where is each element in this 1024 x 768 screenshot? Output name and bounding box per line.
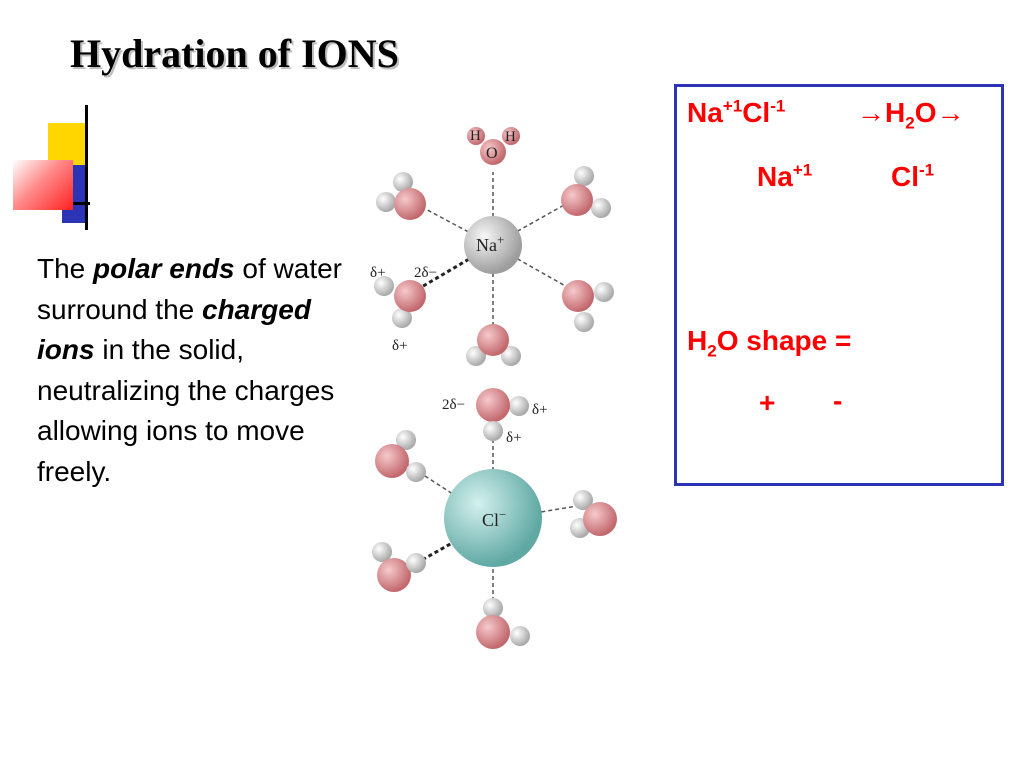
water-arrow-line: →H2O→ bbox=[857, 97, 965, 132]
water-molecule bbox=[375, 430, 426, 482]
na-label: Na+ bbox=[476, 232, 504, 255]
cl-label: Cl− bbox=[482, 507, 506, 530]
top-water-labeled: H H O bbox=[467, 127, 520, 165]
na-symbol: Na bbox=[687, 97, 723, 128]
description-text: The polar ends of water surround the cha… bbox=[37, 249, 347, 492]
slide-title: Hydration of IONS bbox=[70, 31, 399, 76]
arrow-icon: → bbox=[857, 97, 885, 128]
two-delta-minus-label: 2δ− bbox=[414, 265, 437, 281]
cl-charge: -1 bbox=[770, 96, 786, 116]
delta-plus-label: δ+ bbox=[392, 338, 408, 354]
o-label: O bbox=[486, 145, 498, 162]
na-charge: +1 bbox=[792, 160, 813, 180]
water-molecule bbox=[376, 172, 426, 220]
red-gradient-square bbox=[13, 160, 73, 210]
shape-h: H bbox=[687, 325, 708, 356]
water-molecule bbox=[374, 276, 426, 328]
equation-line: Na+1Cl-1 bbox=[687, 96, 786, 128]
arrow-icon: → bbox=[936, 97, 965, 128]
delta-plus-label: δ+ bbox=[532, 402, 548, 418]
two-delta-minus-label: 2δ− bbox=[442, 397, 465, 413]
water-molecule bbox=[562, 280, 614, 332]
vertical-line bbox=[85, 105, 88, 230]
na-charge: +1 bbox=[722, 96, 743, 116]
na-ion-label: Na+1 bbox=[757, 160, 813, 192]
hydration-diagram: H H O Na+ δ+ 2δ− δ+ bbox=[370, 127, 617, 649]
water-molecule bbox=[561, 166, 611, 218]
delta-plus-label: δ+ bbox=[506, 430, 522, 446]
water-molecule bbox=[372, 542, 426, 592]
na-symbol: Na bbox=[757, 161, 793, 192]
minus-sign: - bbox=[833, 385, 843, 416]
cl-symbol: Cl bbox=[742, 97, 771, 128]
water-molecule bbox=[476, 388, 529, 441]
h-label-left: H bbox=[470, 128, 481, 144]
water-molecule bbox=[570, 490, 617, 538]
chloride-ion bbox=[444, 469, 542, 567]
text-part-3: in the solid, neutralizing the charges a… bbox=[37, 334, 335, 487]
sodium-ion bbox=[464, 216, 522, 274]
h-label-right: H bbox=[505, 129, 516, 145]
cl-ion-label: Cl-1 bbox=[891, 160, 935, 192]
emphasis-charged-ions: charged ions bbox=[37, 293, 311, 366]
water-molecule bbox=[466, 324, 521, 366]
cl-symbol: Cl bbox=[891, 161, 919, 192]
water-molecule bbox=[476, 598, 530, 649]
water-h: H bbox=[885, 97, 906, 128]
shape-subscript: 2 bbox=[707, 341, 717, 361]
dissociation-box: Na+1Cl-1 →H2O→ Na+1 Cl-1 H2O shape = + - bbox=[674, 84, 1004, 486]
delta-plus-label: δ+ bbox=[370, 265, 386, 281]
text-part-1: The bbox=[37, 253, 94, 284]
plus-sign: + bbox=[759, 387, 776, 418]
cl-charge: -1 bbox=[919, 160, 935, 180]
water-shape-label: H2O shape = bbox=[687, 325, 852, 360]
shape-text: O shape = bbox=[716, 325, 852, 356]
text-part-2: of water surround the bbox=[37, 253, 343, 325]
emphasis-polar-ends: polar ends bbox=[93, 253, 235, 284]
water-o: O bbox=[914, 97, 937, 128]
decorative-corner-block bbox=[10, 105, 90, 230]
water-subscript: 2 bbox=[905, 113, 915, 133]
